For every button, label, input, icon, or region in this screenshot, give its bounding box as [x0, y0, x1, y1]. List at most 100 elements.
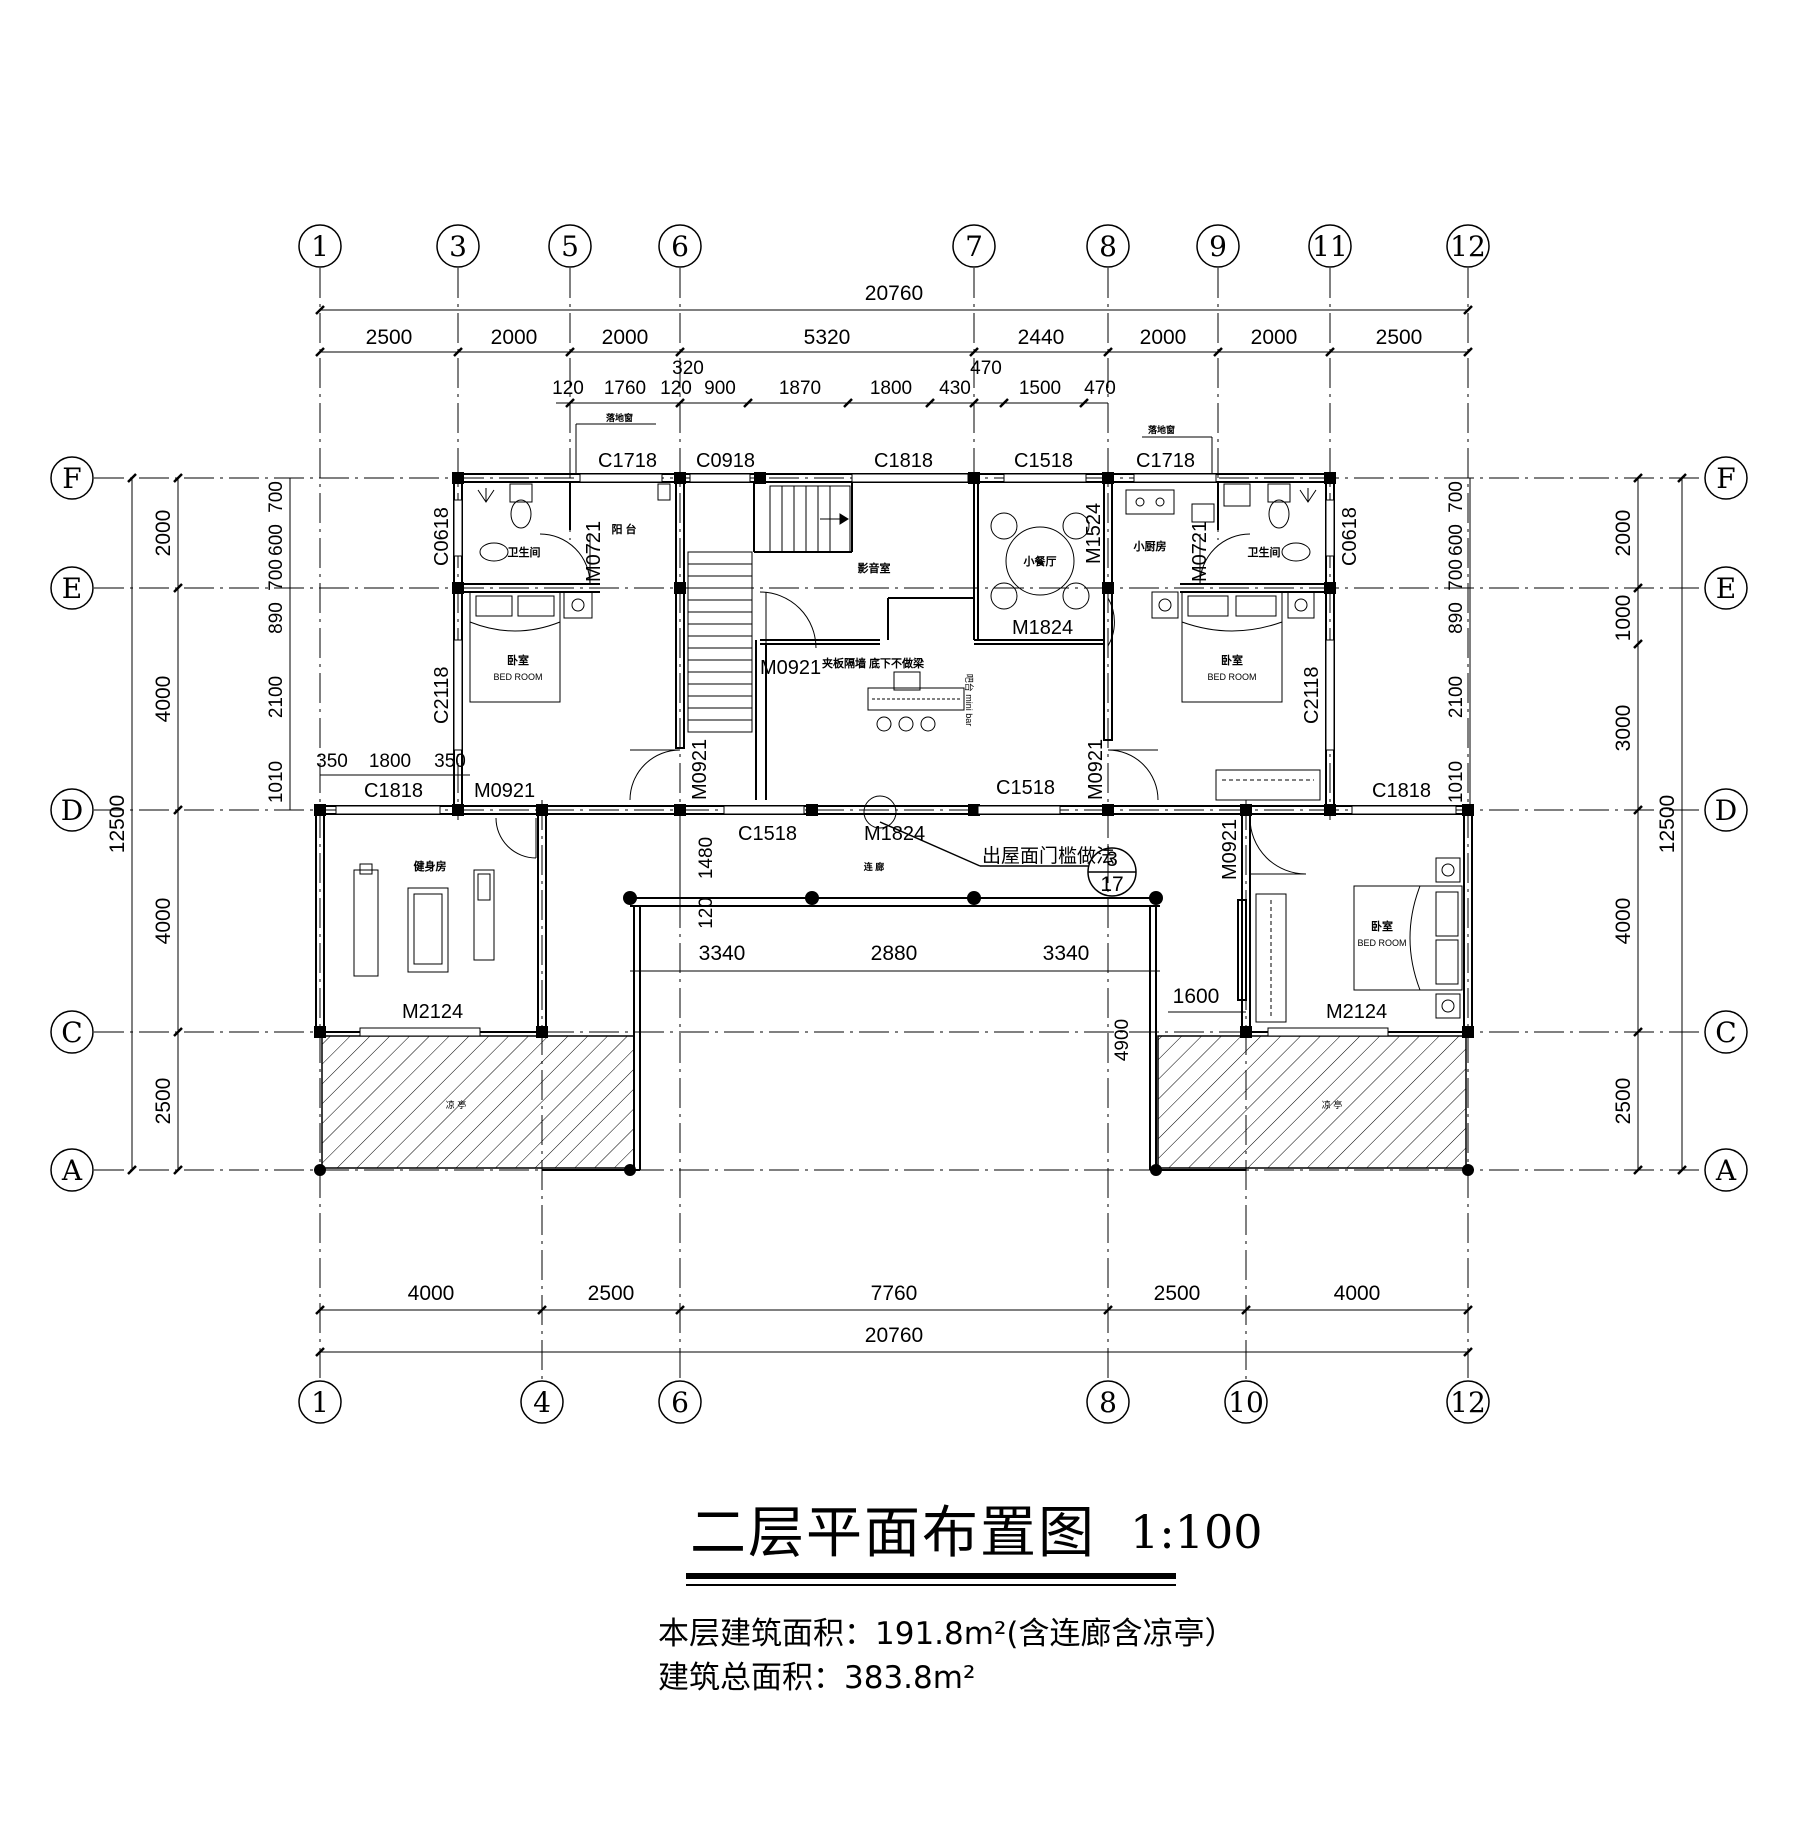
- dim-right-2: 1000: [1612, 595, 1635, 642]
- room-theater: 影音室: [858, 561, 891, 575]
- door-code-m1824-corridor: M1824: [864, 823, 925, 845]
- floor-window-label-left: 落地窗: [606, 412, 633, 423]
- dim-top-2: 2000: [491, 326, 538, 349]
- dim-left-in-1: 700: [266, 481, 287, 513]
- dim-left-in-3: 700: [266, 559, 287, 591]
- window-code-c1518-d: C1518: [996, 777, 1055, 799]
- door-code-m2124-right: M2124: [1326, 1001, 1387, 1023]
- axis-row-E-left: E: [62, 572, 82, 605]
- axis-bottom-10: 10: [1228, 1386, 1264, 1419]
- dim-left-total: 12500: [106, 795, 129, 853]
- detail-ref-number: 3: [1106, 848, 1118, 871]
- dim-detail-3: 120: [660, 378, 692, 399]
- partition-note: 夹板隔墙 底下不做梁: [822, 656, 925, 670]
- axis-top-12: 12: [1450, 230, 1486, 263]
- dim-detail-10: 1500: [1019, 378, 1061, 399]
- dim-right-5: 2500: [1612, 1078, 1635, 1125]
- dim-corridor-3340b: 3340: [1043, 942, 1090, 965]
- room-labels: 阳 台 影音室 小餐厅 小厨房 卫生间 卫生间 卧室 BED ROOM 卧室 B…: [414, 522, 1407, 1110]
- dim-left-in-4: 890: [266, 602, 287, 634]
- room-bath-right: 卫生间: [1248, 545, 1281, 559]
- room-bedroom-right: 卧室: [1221, 653, 1243, 667]
- dimension-ticks: [127, 305, 1687, 1357]
- axis-bubbles-top: [298, 224, 1490, 268]
- axis-row-C-right: C: [1715, 1016, 1736, 1049]
- dim-left-in-6: 1010: [266, 761, 287, 803]
- threshold-note: 出屋面门槛做法: [982, 845, 1115, 867]
- dim-detail-6: 1870: [779, 378, 821, 399]
- dimension-texts: 20760 2500 2000 2000 5320 2440 2000 2000…: [106, 282, 1679, 1347]
- opening-codes: C1718 C0918 C1818 C1518 C1718 C0618 C061…: [364, 450, 1431, 1023]
- dim-right-1: 2000: [1612, 510, 1635, 557]
- axis-row-F-left: F: [62, 462, 81, 495]
- room-bedroom-left-en: BED ROOM: [493, 672, 542, 682]
- dim-bottom-1: 4000: [408, 1282, 455, 1305]
- dim-bottom-4: 2500: [1154, 1282, 1201, 1305]
- door-code-m1524: M1524: [1083, 503, 1105, 564]
- axis-labels-top: 1 3 5 6 7 8 9 11 12: [311, 230, 1486, 263]
- axis-top-3: 3: [449, 230, 467, 263]
- dim-bottom-3: 7760: [871, 1282, 918, 1305]
- door-code-m0921-stair: M0921: [689, 739, 711, 800]
- dim-detail-8: 430: [939, 378, 971, 399]
- title-underline-thick: [686, 1573, 1176, 1579]
- dim-top-5: 2440: [1018, 326, 1065, 349]
- dim-right-in-5: 2100: [1446, 676, 1467, 718]
- room-bar-label: 吧台 mini bar: [964, 674, 975, 727]
- dim-right-4: 4000: [1612, 898, 1635, 945]
- dim-detail-9: 470: [970, 358, 1002, 379]
- window-code-c1518-corridor: C1518: [738, 823, 797, 845]
- dim-detail-11: 470: [1084, 378, 1116, 399]
- title-underline-thin: [686, 1584, 1176, 1586]
- windows: [335, 473, 1457, 1037]
- dim-left-in-5: 2100: [266, 676, 287, 718]
- door-code-m1824-dining: M1824: [1012, 617, 1073, 639]
- pavilion-right-hatch: [1157, 1035, 1467, 1169]
- dim-detail-5: 900: [704, 378, 736, 399]
- dim-top-7: 2000: [1251, 326, 1298, 349]
- window-code-c0618-right: C0618: [1339, 507, 1361, 566]
- dim-win-split-3: 350: [434, 751, 466, 772]
- dim-bottom-2: 2500: [588, 1282, 635, 1305]
- door-code-m0921-right: M0921: [1085, 739, 1107, 800]
- detail-ref-sheet: 17: [1100, 873, 1123, 896]
- room-pavilion-left: 凉 亭: [446, 1099, 467, 1110]
- dim-corridor-1480: 1480: [696, 837, 717, 879]
- dim-right-in-1: 700: [1446, 481, 1467, 513]
- window-code-c0618-left: C0618: [431, 507, 453, 566]
- furniture: [353, 483, 1463, 1023]
- room-bedroom-right-en: BED ROOM: [1207, 672, 1256, 682]
- room-bedroom-left: 卧室: [507, 653, 529, 667]
- axis-top-5: 5: [561, 230, 579, 263]
- floor-area-note: 本层建筑面积：191.8m²(含连廊含凉亭）: [658, 1616, 1236, 1652]
- dim-right-total: 12500: [1656, 795, 1679, 853]
- axis-bubbles-rows: [50, 456, 1748, 1192]
- door-code-m0921-bedroom: M0921: [1219, 819, 1241, 880]
- detail-reference: [879, 821, 1137, 897]
- axis-bottom-6: 6: [671, 1386, 689, 1419]
- axis-top-9: 9: [1209, 230, 1227, 263]
- dim-win-split-1: 350: [316, 751, 348, 772]
- axis-top-7: 7: [965, 230, 983, 263]
- room-balcony: 阳 台: [611, 522, 636, 536]
- columns: [314, 472, 1474, 1176]
- room-corridor: 连 廊: [864, 861, 885, 872]
- door-code-m0721-left: M0721: [583, 521, 605, 582]
- door-code-m0921-theater: M0921: [760, 657, 821, 679]
- door-code-m0921-left: M0921: [474, 780, 535, 802]
- axis-row-A-left: A: [61, 1154, 83, 1187]
- axis-bottom-8: 8: [1099, 1386, 1117, 1419]
- axis-row-E-right: E: [1716, 572, 1736, 605]
- dim-right-3: 3000: [1612, 705, 1635, 752]
- dim-right-1600: 1600: [1173, 985, 1220, 1008]
- window-code-c2118-left: C2118: [431, 667, 453, 724]
- axis-bottom-4: 4: [533, 1386, 551, 1419]
- axis-bottom-12: 12: [1450, 1386, 1486, 1419]
- dim-left-1: 2000: [152, 510, 175, 557]
- floor-window-leaders: [575, 423, 1213, 474]
- door-code-m2124-left: M2124: [402, 1001, 463, 1023]
- dim-detail-2: 1760: [604, 378, 646, 399]
- dim-right-in-4: 890: [1446, 602, 1467, 634]
- dim-right-4900: 4900: [1112, 1019, 1133, 1061]
